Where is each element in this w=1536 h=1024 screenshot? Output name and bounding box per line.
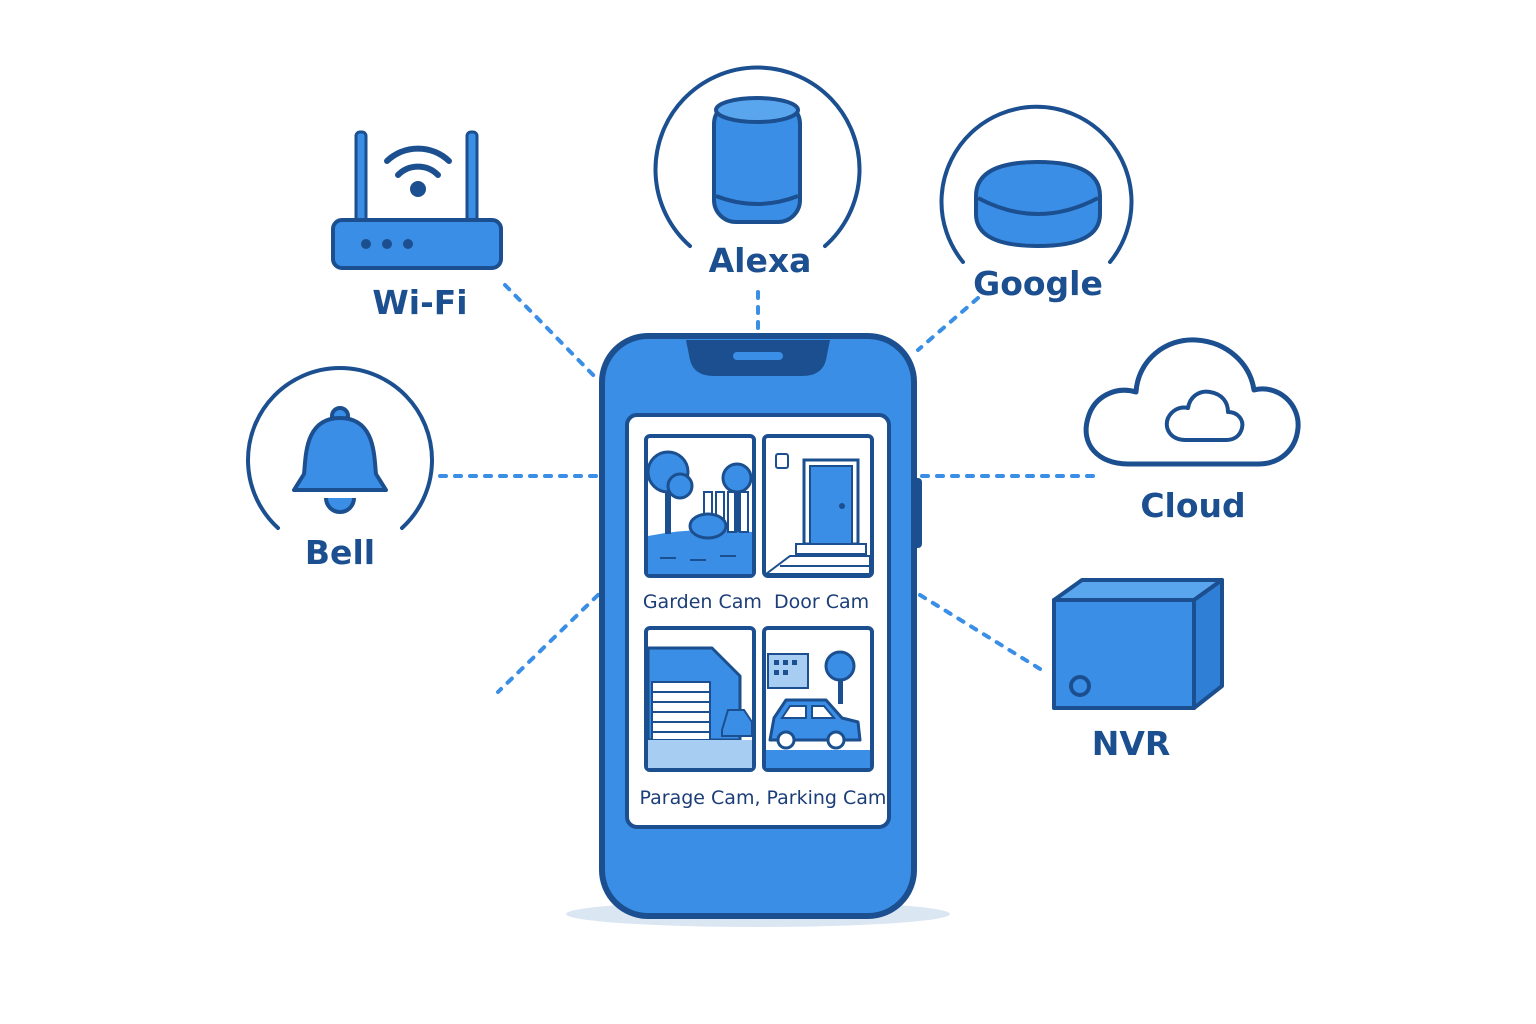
alexa-ring <box>653 65 862 248</box>
smart-speaker-icon <box>712 96 802 224</box>
connector-nvr <box>918 593 1047 674</box>
garage-scene-icon <box>644 626 756 772</box>
camera-tile-door[interactable] <box>762 434 874 578</box>
alexa-label: Alexa <box>709 241 812 280</box>
google-label: Google <box>973 264 1103 303</box>
bell-node: Bell <box>246 366 434 572</box>
camera-tile-garden[interactable] <box>644 434 756 578</box>
door-scene-icon <box>762 434 874 578</box>
camera-screen: Garden Cam Door Cam <box>625 413 891 829</box>
wifi-node: Wi-Fi <box>331 130 503 322</box>
bell-ring <box>246 366 434 530</box>
camera-tile-garage[interactable] <box>644 626 756 772</box>
connector-extra <box>496 593 600 694</box>
bell-icon <box>292 406 388 514</box>
nvr-node: NVR <box>1052 578 1224 763</box>
camera-caption-bottom: Parage Cam, Parking Cam <box>640 787 887 809</box>
bell-label: Bell <box>305 533 375 572</box>
parking-scene-icon <box>762 626 874 772</box>
connector-wifi <box>503 283 600 382</box>
camera-tile-parking[interactable] <box>762 626 874 772</box>
alexa-node: Alexa <box>653 65 862 280</box>
cloud-node: Cloud <box>1083 337 1301 525</box>
cloud-icon <box>1083 337 1301 467</box>
nvr-box-icon <box>1052 578 1224 710</box>
garden-scene-icon <box>644 434 756 578</box>
nvr-label: NVR <box>1092 724 1171 763</box>
smart-hub-icon <box>974 159 1102 249</box>
cloud-label: Cloud <box>1140 486 1245 525</box>
google-ring <box>939 104 1134 264</box>
connectors <box>438 283 1100 694</box>
wifi-label: Wi-Fi <box>372 283 467 322</box>
connector-google <box>916 296 980 352</box>
router-icon <box>331 130 503 270</box>
camera-caption-top: Garden Cam Door Cam <box>643 591 869 613</box>
phone: Garden Cam Door Cam <box>566 333 950 927</box>
phone-speaker <box>733 352 783 360</box>
google-node: Google <box>939 104 1134 303</box>
